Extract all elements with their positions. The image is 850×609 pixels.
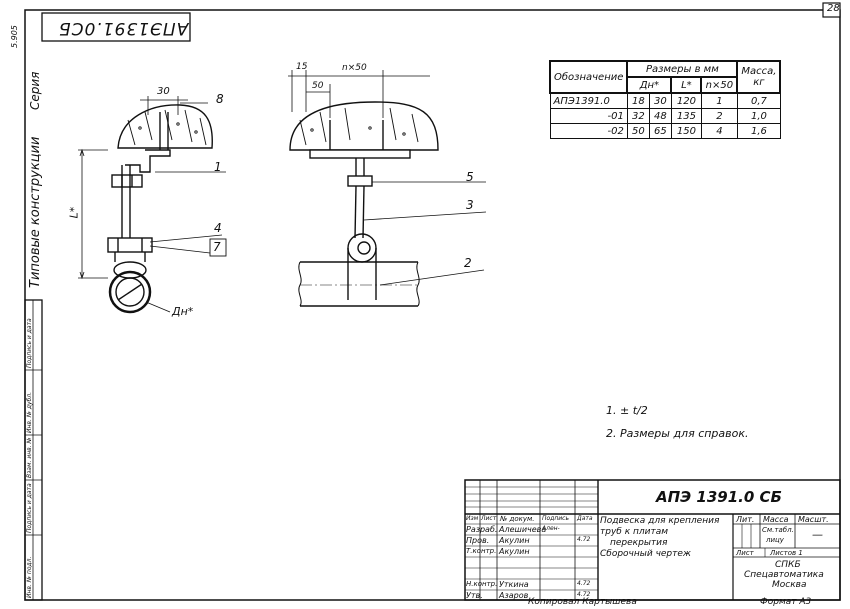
hdr-data: Дата bbox=[577, 515, 593, 522]
dim-nx50: n×50 bbox=[342, 63, 367, 73]
hdr-podp: Подпись bbox=[542, 515, 569, 522]
dim-dn: Дн* bbox=[172, 305, 194, 318]
role-0: Разраб. bbox=[466, 525, 498, 534]
title-line-2: труб к плитам bbox=[600, 527, 669, 537]
role-0-name: Алешичева bbox=[499, 525, 547, 534]
mass-label: Масса bbox=[763, 515, 789, 524]
copied-by: Копировал Картышева bbox=[528, 597, 637, 607]
callout-3: 3 bbox=[466, 198, 474, 212]
album-title: Типовые конструкции bbox=[28, 136, 43, 288]
title-line-1: Подвеска для крепления bbox=[600, 516, 720, 526]
top-stamp-box bbox=[41, 12, 191, 42]
title-line-4: Сборочный чертеж bbox=[600, 549, 692, 559]
sheets-label: Листов 1 bbox=[770, 549, 803, 557]
side-stamp-label-5: Подпись и дата bbox=[26, 318, 33, 368]
role-2-name: Акулин bbox=[499, 547, 530, 556]
callout-4: 4 bbox=[214, 221, 222, 235]
lit-label: Лит. bbox=[736, 515, 755, 524]
role-4-name: Азаров bbox=[499, 591, 529, 600]
side-stamp-label-4: Инв. № дубл. bbox=[26, 391, 33, 433]
callout-1: 1 bbox=[214, 160, 222, 174]
dim-l: L* bbox=[67, 206, 81, 219]
side-stamp-label-3: Взам. инв. № bbox=[26, 437, 33, 478]
left-view bbox=[78, 96, 227, 314]
dim-30: 30 bbox=[157, 86, 170, 97]
hdr-izm: Изм bbox=[466, 515, 479, 522]
top-stamp-text: АПЭ1391.0СБ bbox=[58, 18, 189, 38]
middle-view bbox=[288, 70, 487, 307]
mass-value-2: лицу bbox=[766, 536, 784, 544]
table-row: -02 50 65 150 4 1,6 bbox=[549, 123, 781, 139]
sheet-label: Лист bbox=[736, 549, 754, 557]
org-line-1: СПКБ bbox=[775, 560, 801, 570]
dim-50: 50 bbox=[312, 81, 324, 91]
scale-label: Масшт. bbox=[798, 515, 829, 524]
side-stamp-label-1: Инв. № подл. bbox=[26, 556, 33, 598]
role-1-name: Акулин bbox=[499, 536, 530, 545]
role-3-date: 4.72 bbox=[577, 580, 591, 587]
title-block-lines bbox=[464, 479, 841, 601]
col-designation: Обозначение bbox=[548, 60, 629, 94]
org-line-2: Спецавтоматика bbox=[744, 570, 824, 580]
series-number: 5.905 bbox=[10, 25, 19, 48]
page-number-box bbox=[822, 2, 841, 18]
org-line-3: Москва bbox=[772, 580, 807, 590]
role-1: Пров. bbox=[466, 536, 490, 545]
table-row: АПЭ1391.0 18 30 120 1 0,7 bbox=[549, 92, 781, 109]
doc-number: АПЭ 1391.0 СБ bbox=[656, 488, 782, 506]
scale-value: — bbox=[812, 528, 823, 541]
col-dn: Дн* bbox=[626, 76, 673, 94]
role-4-date: 4.72 bbox=[577, 591, 591, 598]
role-4: Утв. bbox=[466, 591, 483, 600]
role-3-name: Уткина bbox=[499, 580, 529, 589]
role-0-sign: Ален- bbox=[542, 525, 560, 532]
callout-8: 8 bbox=[216, 92, 224, 106]
callout-7: 7 bbox=[213, 240, 221, 254]
mass-value: См.табл. bbox=[762, 526, 794, 534]
note-2: 2. Размеры для справок. bbox=[606, 427, 749, 440]
callout-2: 2 bbox=[464, 256, 472, 270]
page-number: 28 bbox=[827, 3, 840, 14]
spec-table: Обозначение Размеры в мм Масса, кг Дн* L… bbox=[548, 60, 782, 139]
col-nx50: n×50 bbox=[700, 76, 739, 94]
role-3: Н.контр. bbox=[466, 580, 498, 588]
callout-5: 5 bbox=[466, 170, 474, 184]
series-label: Серия bbox=[28, 71, 42, 110]
header-group: Размеры в мм bbox=[626, 60, 739, 78]
role-2: Т.контр. bbox=[466, 547, 497, 555]
dim-15: 15 bbox=[296, 62, 308, 72]
note-1: 1. ± t/2 bbox=[606, 404, 648, 417]
col-l: L* bbox=[670, 76, 703, 94]
col-mass: Масса, кг bbox=[736, 60, 782, 94]
role-1-date: 4.72 bbox=[577, 536, 591, 543]
title-line-3: перекрытия bbox=[610, 538, 668, 548]
table-row: -01 32 48 135 2 1,0 bbox=[549, 108, 781, 124]
side-stamp-label-2: Подпись и дата bbox=[26, 483, 33, 533]
side-stamp-frame bbox=[24, 299, 43, 601]
hdr-ndok: № докум. bbox=[500, 515, 535, 523]
hdr-list: Лист bbox=[481, 515, 497, 522]
format-label: Формат А3 bbox=[760, 597, 812, 607]
